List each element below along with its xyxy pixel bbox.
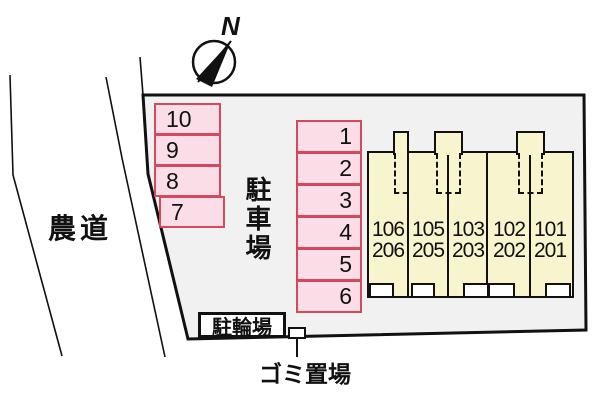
unit-label-101-201: 101 201 [528,219,572,261]
unit-105: 105 [411,218,445,241]
stair-tower-1 [393,131,409,155]
unit-106: 106 [371,218,405,241]
farm-road-label: 農道 [48,213,113,244]
unit-label-102-202: 102 202 [487,219,531,261]
parking-space-6: 6 [296,280,362,313]
unit-206: 206 [371,239,405,262]
unit-203: 203 [451,239,485,262]
farm-road-line-right [105,76,166,358]
compass-north-label: N [221,11,240,41]
parking-space-4: 4 [296,216,362,249]
unit-202: 202 [492,239,526,262]
entrance-unit-103 [463,283,489,298]
building-wing-left [367,151,488,298]
parking-space-9: 9 [154,134,221,166]
bicycle-parking-label: 駐輪場 [198,312,286,339]
stair-dashed-outline-2 [436,153,461,194]
unit-201: 201 [533,239,567,262]
parking-space-2: 2 [296,152,362,185]
parking-space-7: 7 [159,196,225,228]
unit-divider-102-101 [529,153,531,296]
stair-dashed-outline-3 [518,153,543,194]
unit-101: 101 [533,218,567,241]
parking-space-1: 1 [296,120,362,153]
unit-label-103-203: 103 203 [446,219,490,261]
boundary-extension-line [139,56,144,96]
parking-space-8: 8 [154,165,221,197]
unit-102: 102 [492,218,526,241]
parking-space-3: 3 [296,184,362,217]
stair-dashed-outline-1 [394,153,408,194]
entrance-unit-105 [411,283,435,298]
stair-tower-3 [516,131,545,155]
unit-label-106-206: 106 206 [366,219,410,261]
unit-205: 205 [411,239,445,262]
entrance-unit-102 [488,283,515,298]
unit-label-105-205: 105 205 [406,219,450,261]
garbage-area-marker [288,327,306,339]
garbage-area-label: ゴミ置場 [259,361,351,387]
farm-road-line-left [9,74,63,357]
unit-divider-106-105 [407,153,409,296]
compass-needle-icon [196,41,231,87]
parking-space-5: 5 [296,248,362,281]
stair-tower-2 [434,131,463,155]
entrance-unit-106 [369,283,394,298]
garbage-leader-line [296,339,298,357]
parking-lot-label: 駐車場 [242,176,272,263]
parking-space-10: 10 [154,103,221,135]
unit-divider-105-103 [447,153,449,296]
unit-103: 103 [451,218,485,241]
entrance-unit-101 [545,283,571,298]
